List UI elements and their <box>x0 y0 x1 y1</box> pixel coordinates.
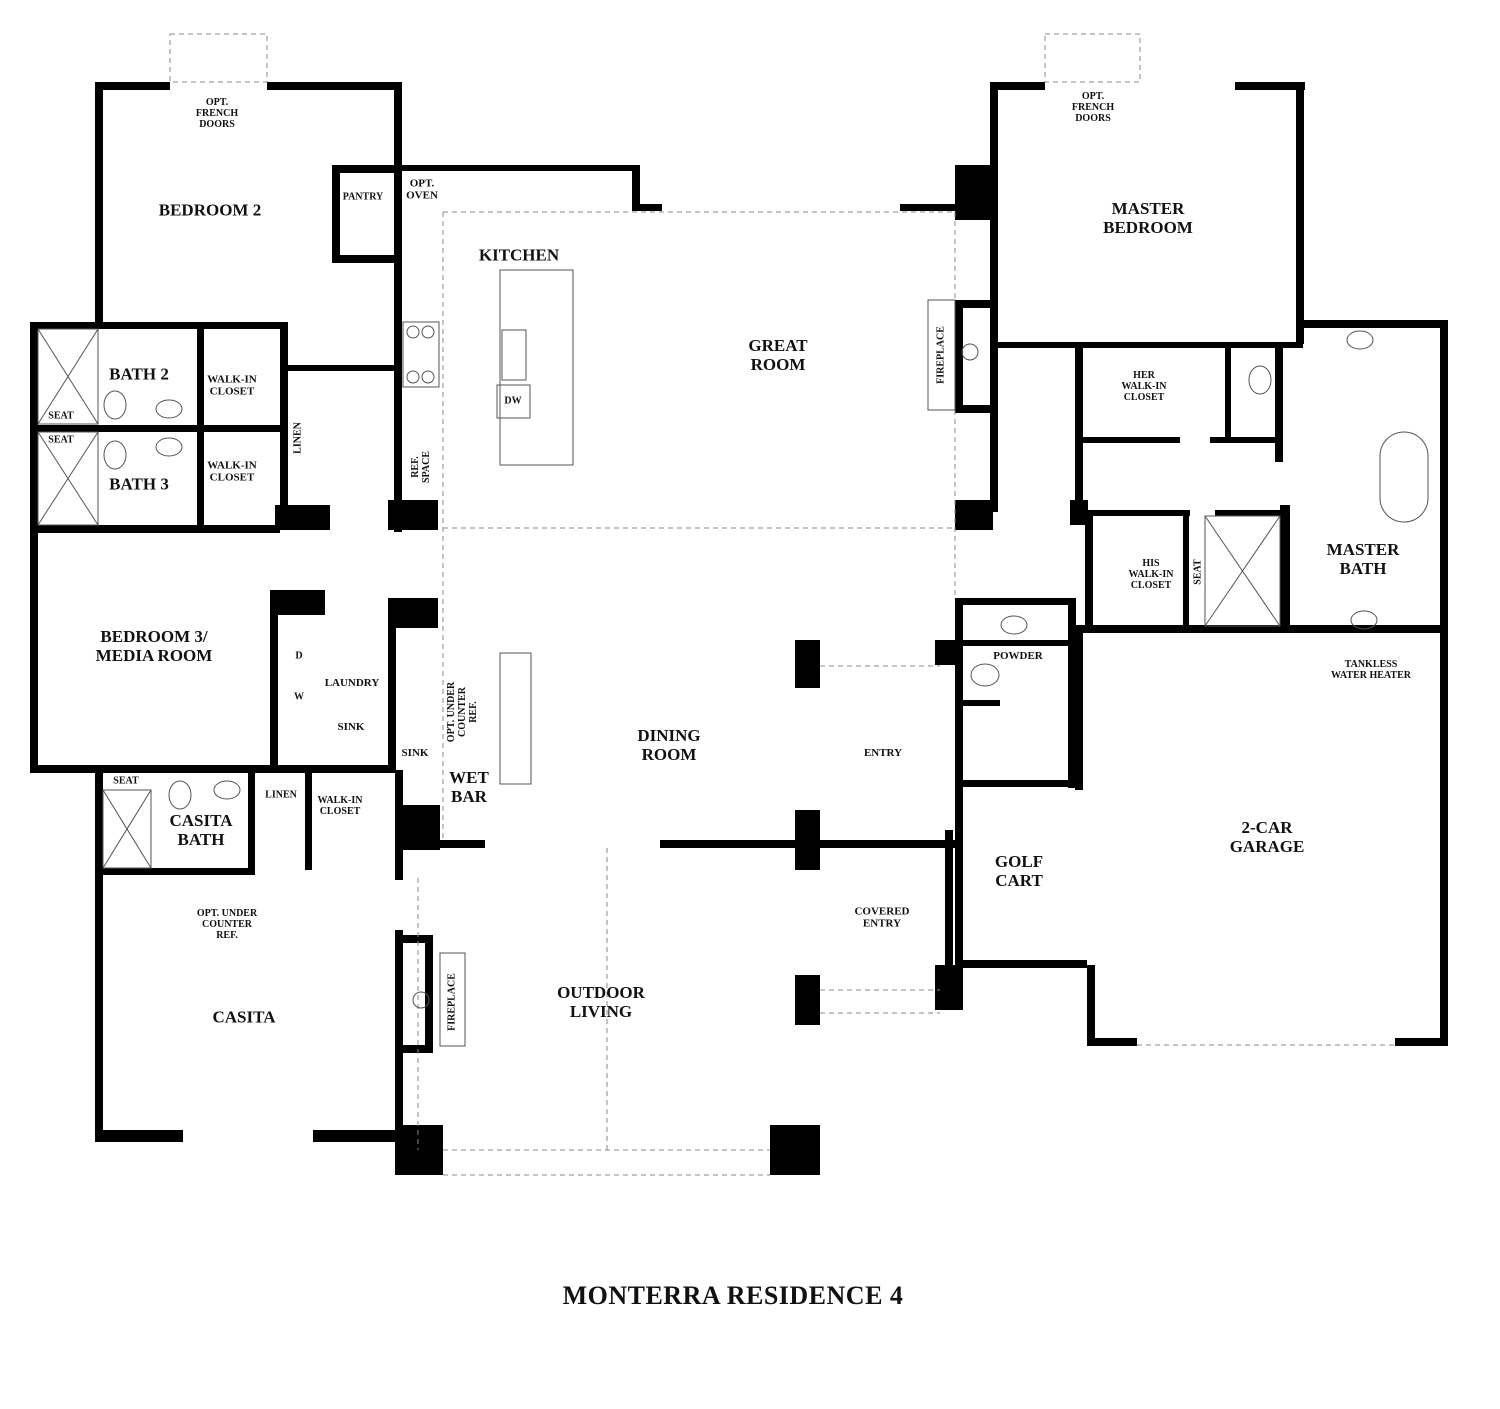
label-hall-linen: LINEN <box>292 422 304 454</box>
room-label-bedroom-3-media: BEDROOM 3/ MEDIA ROOM <box>95 626 213 665</box>
room-label-wet-bar: WET BAR <box>449 767 489 806</box>
label-bath-3-seat: SEAT <box>48 434 74 446</box>
room-label-2-car-garage: 2-CAR GARAGE <box>1229 817 1305 856</box>
room-label-her-walk-in-closet: HER WALK-IN CLOSET <box>1121 370 1167 404</box>
label-dryer: D <box>295 650 303 662</box>
room-label-great-room: GREAT ROOM <box>748 335 808 374</box>
label-fireplace-great-room: FIREPLACE <box>935 326 947 384</box>
fixtures <box>37 269 1429 1047</box>
room-label-bath-2: BATH 2 <box>109 364 169 384</box>
label-master-shower-seat: SEAT <box>1192 559 1204 585</box>
plan-title: MONTERRA RESIDENCE 4 <box>562 1281 904 1310</box>
label-tankless-water-heater: TANKLESS WATER HEATER <box>1331 658 1411 681</box>
room-label-master-bath: MASTER BATH <box>1326 539 1400 578</box>
label-fireplace-outdoor: FIREPLACE <box>446 973 458 1031</box>
room-label-his-walk-in-closet: HIS WALK-IN CLOSET <box>1128 558 1174 592</box>
label-opt-french-doors-master: OPT. FRENCH DOORS <box>1071 91 1115 125</box>
room-label-covered-entry: COVERED ENTRY <box>854 905 910 930</box>
room-label-dining-room: DINING ROOM <box>637 725 701 764</box>
room-label-laundry: LAUNDRY <box>324 676 380 689</box>
room-label-pantry: PANTRY <box>342 191 384 203</box>
label-ref-space: REF. SPACE <box>409 450 432 484</box>
label-wet-bar-sink: SINK <box>401 746 429 759</box>
room-label-bath-3: BATH 3 <box>109 474 169 494</box>
label-opt-french-doors-bedroom-2: OPT. FRENCH DOORS <box>195 97 239 131</box>
room-label-bath-2-closet: WALK-IN CLOSET <box>207 373 257 398</box>
room-label-entry: ENTRY <box>863 746 903 759</box>
room-label-outdoor-living: OUTDOOR LIVING <box>557 982 645 1021</box>
label-laundry-sink: SINK <box>337 720 365 733</box>
room-label-casita: CASITA <box>212 1007 276 1027</box>
label-wet-bar-opt-under-counter-ref: OPT. UNDER COUNTER REF. <box>446 681 480 743</box>
label-casita-linen: LINEN <box>265 789 297 801</box>
label-opt-oven: OPT. OVEN <box>406 177 438 202</box>
room-label-golf-cart: GOLF CART <box>994 851 1044 890</box>
label-bath-2-seat: SEAT <box>48 410 74 422</box>
room-label-master-bedroom: MASTER BEDROOM <box>1103 198 1193 237</box>
room-label-bath-3-closet: WALK-IN CLOSET <box>207 459 257 484</box>
room-label-casita-bath: CASITA BATH <box>169 810 233 849</box>
label-dishwasher: DW <box>504 395 522 407</box>
label-washer: W <box>294 691 304 703</box>
room-label-kitchen: KITCHEN <box>478 245 560 265</box>
room-label-powder: POWDER <box>993 649 1043 662</box>
label-casita-bath-seat: SEAT <box>113 775 139 787</box>
exterior-walls <box>30 82 1448 1175</box>
room-label-casita-walk-in-closet: WALK-IN CLOSET <box>317 794 363 817</box>
dashed-lines <box>169 33 1395 1176</box>
label-casita-opt-under-counter-ref: OPT. UNDER COUNTER REF. <box>196 908 258 942</box>
room-label-bedroom-2: BEDROOM 2 <box>158 200 262 220</box>
